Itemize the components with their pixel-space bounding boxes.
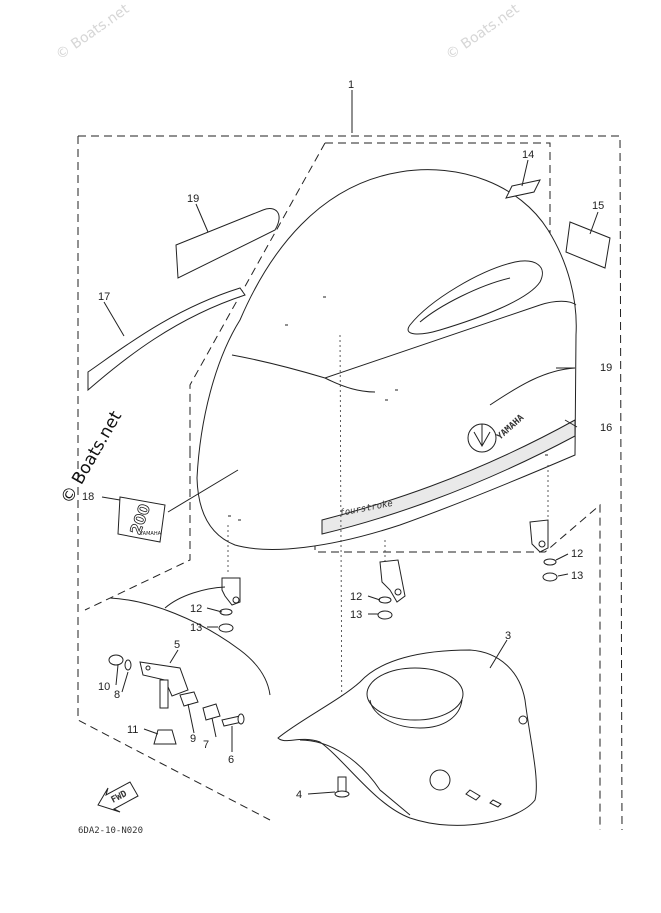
callout-8: 8 (114, 689, 120, 701)
callout-12-right: 12 (571, 548, 583, 560)
callout-18: 18 (82, 491, 94, 503)
collar-9 (179, 691, 199, 707)
callout-7: 7 (203, 739, 209, 751)
bolt-6 (221, 713, 245, 727)
callout-19-lower: 19 (600, 362, 612, 374)
lock-assembly-5 (139, 661, 189, 709)
callout-6: 6 (228, 754, 234, 766)
fwd-arrow: FWD (97, 781, 139, 813)
decal-14 (505, 179, 541, 199)
callout-11: 11 (127, 724, 138, 736)
callout-13-right: 13 (571, 570, 583, 582)
callout-13-left: 13 (190, 622, 202, 634)
callout-12-left: 12 (190, 603, 202, 615)
callout-1: 1 (348, 79, 354, 91)
callout-13-middle: 13 (350, 609, 362, 621)
latch-middle (379, 559, 406, 603)
detail-pointer (164, 586, 226, 609)
decal-18: 200 YAMAHA (117, 496, 166, 543)
callout-10: 10 (98, 681, 110, 693)
latch-right (529, 519, 549, 553)
decal-15 (565, 221, 611, 269)
grommet-11 (153, 729, 177, 745)
drawing-code: 6DA2-10-N020 (78, 826, 143, 836)
washer-8 (124, 659, 132, 671)
watermark-right: © Boats.net (443, 1, 523, 63)
screw-4 (334, 776, 350, 798)
callout-4: 4 (296, 789, 302, 801)
callout-17: 17 (98, 291, 110, 303)
bottom-cowling (277, 649, 537, 826)
cowl-boundary (189, 142, 551, 450)
callout-5: 5 (174, 639, 180, 651)
callout-12-middle: 12 (350, 591, 362, 603)
bushing-7 (202, 703, 221, 721)
callout-14: 14 (522, 149, 534, 161)
callout-3: 3 (505, 630, 511, 642)
detail-bracket-line (109, 597, 271, 696)
assembly-boundary (77, 135, 623, 831)
decal-brand-label: YAMAHA (139, 531, 162, 537)
watermark-left: © Boats.net (53, 1, 133, 63)
washers-nuts (218, 558, 558, 633)
callout-16: 16 (600, 422, 612, 434)
leader-lines (101, 90, 599, 795)
alignment-lines (227, 334, 549, 749)
decal-19-upper (175, 208, 280, 279)
callout-9: 9 (190, 733, 196, 745)
callout-19-upper: 19 (187, 193, 199, 205)
top-cowling: fourstroke YAMAHA (196, 169, 577, 550)
nut-10 (108, 654, 124, 666)
decal-17 (87, 287, 246, 392)
latch-left (221, 577, 241, 606)
callout-15: 15 (592, 200, 604, 212)
